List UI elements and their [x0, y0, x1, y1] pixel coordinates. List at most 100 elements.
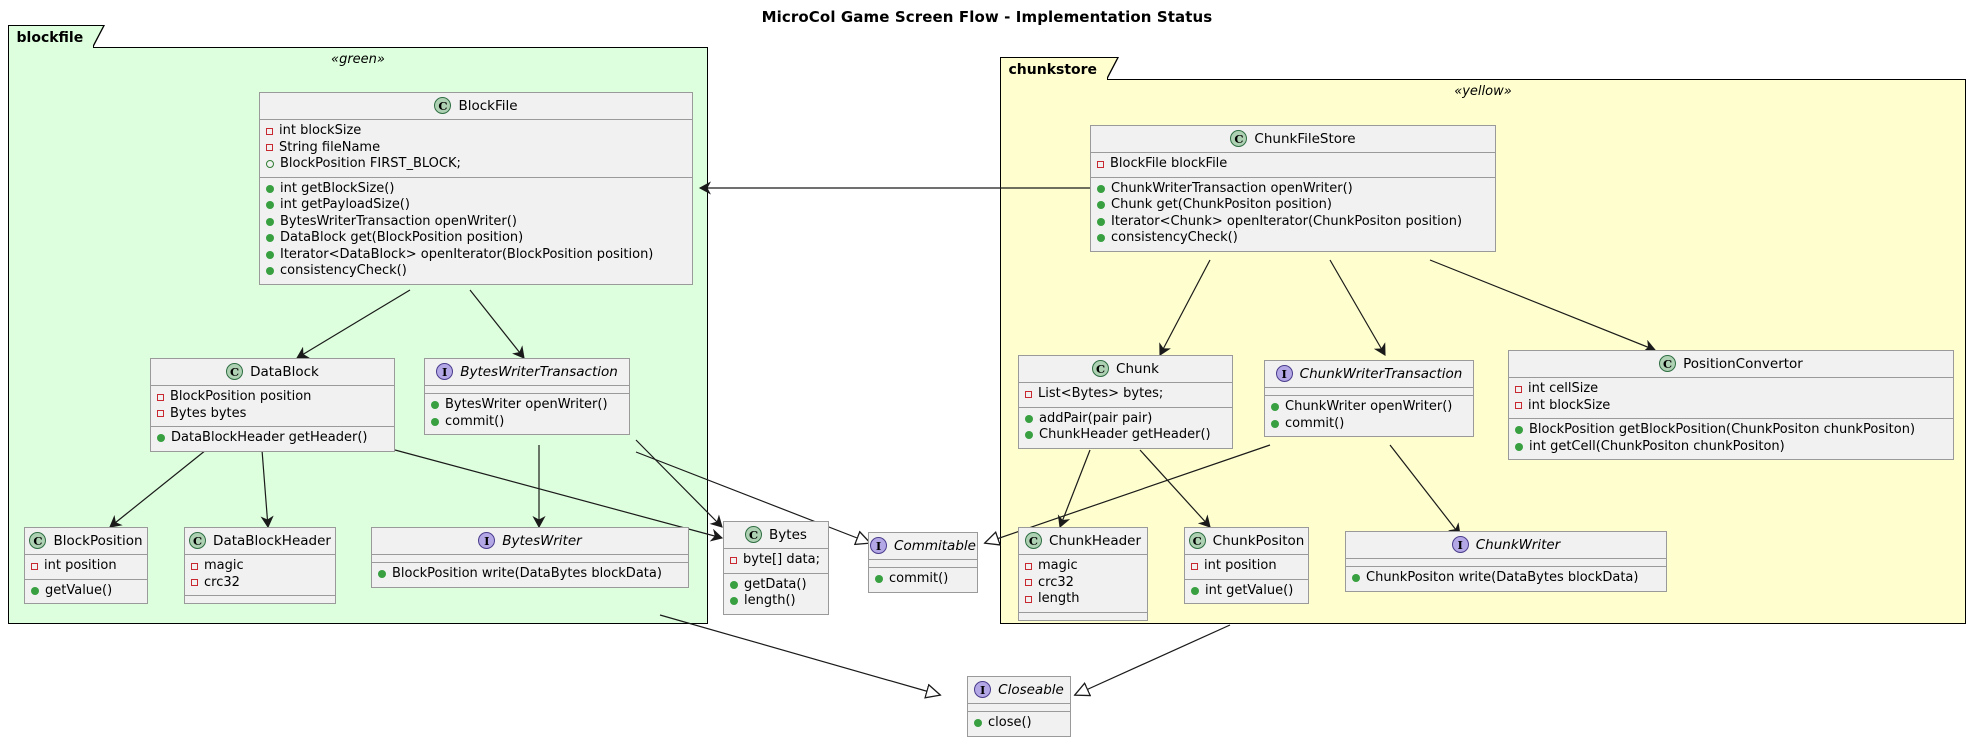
- method-label: BytesWriter openWriter(): [445, 397, 608, 412]
- class-box-chunkwriter[interactable]: I ChunkWriter ChunkPositon write(DataByt…: [1345, 531, 1667, 592]
- private-field-icon: [157, 410, 164, 418]
- method-row: ChunkPositon write(DataBytes blockData): [1352, 570, 1660, 587]
- public-method-icon: [431, 401, 439, 410]
- class-box-chunkheader[interactable]: C ChunkHeader magic crc32 length: [1018, 527, 1148, 621]
- method-label: ChunkHeader getHeader(): [1039, 427, 1211, 442]
- public-method-icon: [1352, 574, 1360, 583]
- public-method-icon: [266, 201, 274, 210]
- class-box-chunkwritertransaction[interactable]: I ChunkWriterTransaction ChunkWriter ope…: [1264, 360, 1474, 437]
- class-icon: C: [434, 97, 452, 114]
- method-row: Chunk get(ChunkPositon position): [1097, 197, 1489, 214]
- field-label: magic: [204, 558, 244, 573]
- class-box-chunkfilestore[interactable]: C ChunkFileStore BlockFile blockFile Chu…: [1090, 125, 1496, 252]
- class-icon: C: [189, 532, 207, 549]
- method-label: int getPayloadSize(): [280, 197, 410, 212]
- class-box-blockposition[interactable]: C BlockPosition int position getValue(): [24, 527, 148, 604]
- class-title: BlockFile: [458, 97, 518, 114]
- method-label: getValue(): [45, 582, 113, 598]
- field-label: int position: [44, 558, 117, 573]
- fields-section: [869, 559, 977, 567]
- class-header-datablockheader: C DataBlockHeader: [185, 528, 335, 554]
- class-box-byteswriter[interactable]: I BytesWriter BlockPosition write(DataBy…: [371, 527, 689, 588]
- method-label: BlockPosition getBlockPosition(ChunkPosi…: [1529, 422, 1916, 437]
- class-title: ChunkWriterTransaction: [1299, 365, 1463, 382]
- method-label: ChunkWriter openWriter(): [1285, 399, 1453, 414]
- private-field-icon: [730, 556, 737, 564]
- method-row: ChunkWriterTransaction openWriter(): [1097, 181, 1489, 198]
- method-label: close(): [988, 715, 1032, 730]
- method-label: DataBlockHeader getHeader(): [171, 430, 368, 445]
- public-method-icon: [1271, 419, 1279, 428]
- public-method-icon: [1191, 586, 1199, 595]
- method-row: int getCell(ChunkPositon chunkPositon): [1515, 439, 1947, 456]
- class-box-closeable[interactable]: I Closeable close(): [967, 676, 1071, 737]
- method-label: commit(): [445, 413, 505, 429]
- methods-section: addPair(pair pair) ChunkHeader getHeader…: [1019, 406, 1232, 448]
- method-label: ChunkWriterTransaction openWriter(): [1111, 180, 1353, 196]
- public-method-icon: [1271, 403, 1279, 412]
- class-box-byteswritertransaction[interactable]: I BytesWriterTransaction BytesWriter ope…: [424, 358, 630, 435]
- fields-section: [1265, 387, 1473, 395]
- class-box-commitable[interactable]: I Commitable commit(): [868, 532, 978, 593]
- field-row: BlockPosition position: [157, 389, 388, 406]
- class-box-blockfile[interactable]: C BlockFile int blockSize String fileNam…: [259, 92, 693, 285]
- class-header-chunkpositon: C ChunkPositon: [1185, 528, 1308, 554]
- method-label: consistencyCheck(): [280, 263, 407, 278]
- methods-section: commit(): [869, 567, 977, 592]
- method-row: DataBlockHeader getHeader(): [157, 430, 388, 447]
- class-title: BytesWriterTransaction: [460, 363, 618, 380]
- method-label: int getValue(): [1205, 582, 1294, 598]
- field-label: int cellSize: [1528, 381, 1599, 396]
- class-header-chunkheader: C ChunkHeader: [1019, 528, 1147, 554]
- private-field-icon: [1025, 579, 1032, 587]
- method-label: BytesWriterTransaction openWriter(): [280, 213, 517, 229]
- class-icon: C: [29, 532, 47, 549]
- method-row: int getValue(): [1191, 583, 1302, 600]
- package-chunkstore-stereotype: «yellow»: [1454, 84, 1512, 99]
- field-row: int position: [1191, 558, 1302, 575]
- public-method-icon: [266, 267, 274, 276]
- methods-section: getValue(): [25, 578, 147, 604]
- class-header-chunkwritertransaction: I ChunkWriterTransaction: [1265, 361, 1473, 387]
- methods-section: BlockPosition getBlockPosition(ChunkPosi…: [1509, 418, 1953, 459]
- method-label: BlockPosition write(DataBytes blockData): [392, 566, 662, 581]
- interface-icon: I: [436, 363, 454, 380]
- field-row: crc32: [1025, 575, 1141, 592]
- package-blockfile-stereotype: «green»: [331, 52, 385, 67]
- methods-section: BlockPosition write(DataBytes blockData): [372, 562, 688, 587]
- private-field-icon: [1025, 562, 1032, 570]
- public-method-icon: [875, 575, 883, 584]
- class-box-bytes[interactable]: C Bytes byte[] data; getData() length(): [723, 521, 829, 615]
- class-header-datablock: C DataBlock: [151, 359, 394, 385]
- interface-icon: I: [974, 681, 992, 698]
- private-field-icon: [1515, 402, 1522, 410]
- class-box-chunkpositon[interactable]: C ChunkPositon int position int getValue…: [1184, 527, 1309, 604]
- public-method-icon: [974, 719, 982, 728]
- package-blockfile-tab: blockfile: [7, 24, 105, 48]
- private-field-icon: [31, 562, 38, 570]
- class-box-chunk[interactable]: C Chunk List<Bytes> bytes; addPair(pair …: [1018, 355, 1233, 449]
- method-label: getData(): [744, 576, 807, 592]
- class-icon: C: [745, 526, 763, 543]
- field-label: byte[] data;: [743, 552, 820, 567]
- fields-section: int position: [1185, 554, 1308, 579]
- method-label: Iterator<Chunk> openIterator(ChunkPosito…: [1111, 213, 1463, 229]
- method-row: length(): [730, 593, 822, 610]
- method-row: ChunkHeader getHeader(): [1025, 427, 1226, 444]
- methods-section: int getValue(): [1185, 578, 1308, 604]
- method-row: BlockPosition getBlockPosition(ChunkPosi…: [1515, 422, 1947, 439]
- class-box-positionconvertor[interactable]: C PositionConvertor int cellSize int blo…: [1508, 350, 1954, 460]
- class-title: Commitable: [894, 537, 976, 554]
- methods-section: close(): [968, 711, 1070, 736]
- field-row: List<Bytes> bytes;: [1025, 386, 1226, 403]
- field-label: int blockSize: [279, 123, 362, 138]
- class-box-datablockheader[interactable]: C DataBlockHeader magic crc32: [184, 527, 336, 604]
- public-method-icon: [266, 217, 274, 226]
- method-row: consistencyCheck(): [1097, 230, 1489, 247]
- class-icon: C: [1024, 532, 1042, 549]
- field-row: int blockSize: [266, 123, 686, 140]
- method-row: ChunkWriter openWriter(): [1271, 399, 1467, 416]
- public-method-icon: [1025, 431, 1033, 440]
- fields-section: int cellSize int blockSize: [1509, 377, 1953, 418]
- class-box-datablock[interactable]: C DataBlock BlockPosition position Bytes…: [150, 358, 395, 452]
